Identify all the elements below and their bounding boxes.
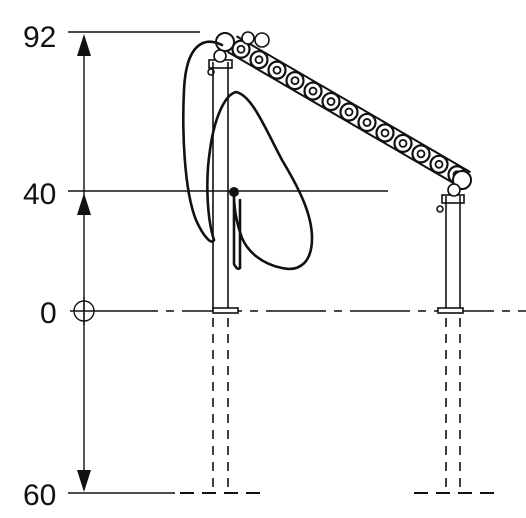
roller-icon [339, 102, 359, 122]
dimension-label-60: 60 [23, 479, 56, 512]
roller-hub [362, 118, 372, 127]
hook-icon-left [207, 68, 215, 76]
roller-hub [290, 76, 300, 86]
roller-hub [326, 97, 336, 106]
dimension-label-92: 92 [23, 21, 56, 54]
left-post [208, 59, 239, 493]
beam-rollers [226, 35, 472, 189]
arrowhead-icon-bottom [77, 470, 91, 492]
roller-icon [357, 112, 377, 133]
roller-icon [231, 39, 251, 59]
arrowhead-icon-40-up [77, 193, 91, 215]
arrowhead-icon-top [77, 34, 91, 56]
hose-loop [182, 40, 314, 271]
roller-icon [411, 144, 431, 164]
roller-hub [398, 138, 408, 148]
roller-hub [308, 86, 318, 96]
roller-hub [380, 128, 390, 138]
datum-circle-crosshair-icon [70, 297, 98, 325]
roller-hub [344, 107, 354, 117]
roller-icon [393, 133, 413, 153]
end-roller [447, 170, 472, 197]
roller-icon [285, 71, 305, 91]
roller-icon [375, 123, 395, 143]
roller-icon [429, 154, 449, 174]
roller-hub [416, 149, 426, 159]
right-post [437, 194, 465, 493]
roller-hub [254, 55, 264, 65]
roller-hub [434, 159, 444, 169]
dimension-label-0: 0 [40, 297, 57, 330]
roller-icon [321, 91, 341, 112]
roller-icon [303, 81, 323, 101]
roller-hub [236, 44, 246, 54]
roller-icon [267, 60, 287, 80]
dimension-label-40: 40 [23, 178, 56, 211]
roller-icon [249, 50, 269, 70]
hose-nozzle-icon [229, 187, 239, 197]
roller-hub [272, 65, 282, 75]
hook-icon-right [436, 205, 444, 213]
